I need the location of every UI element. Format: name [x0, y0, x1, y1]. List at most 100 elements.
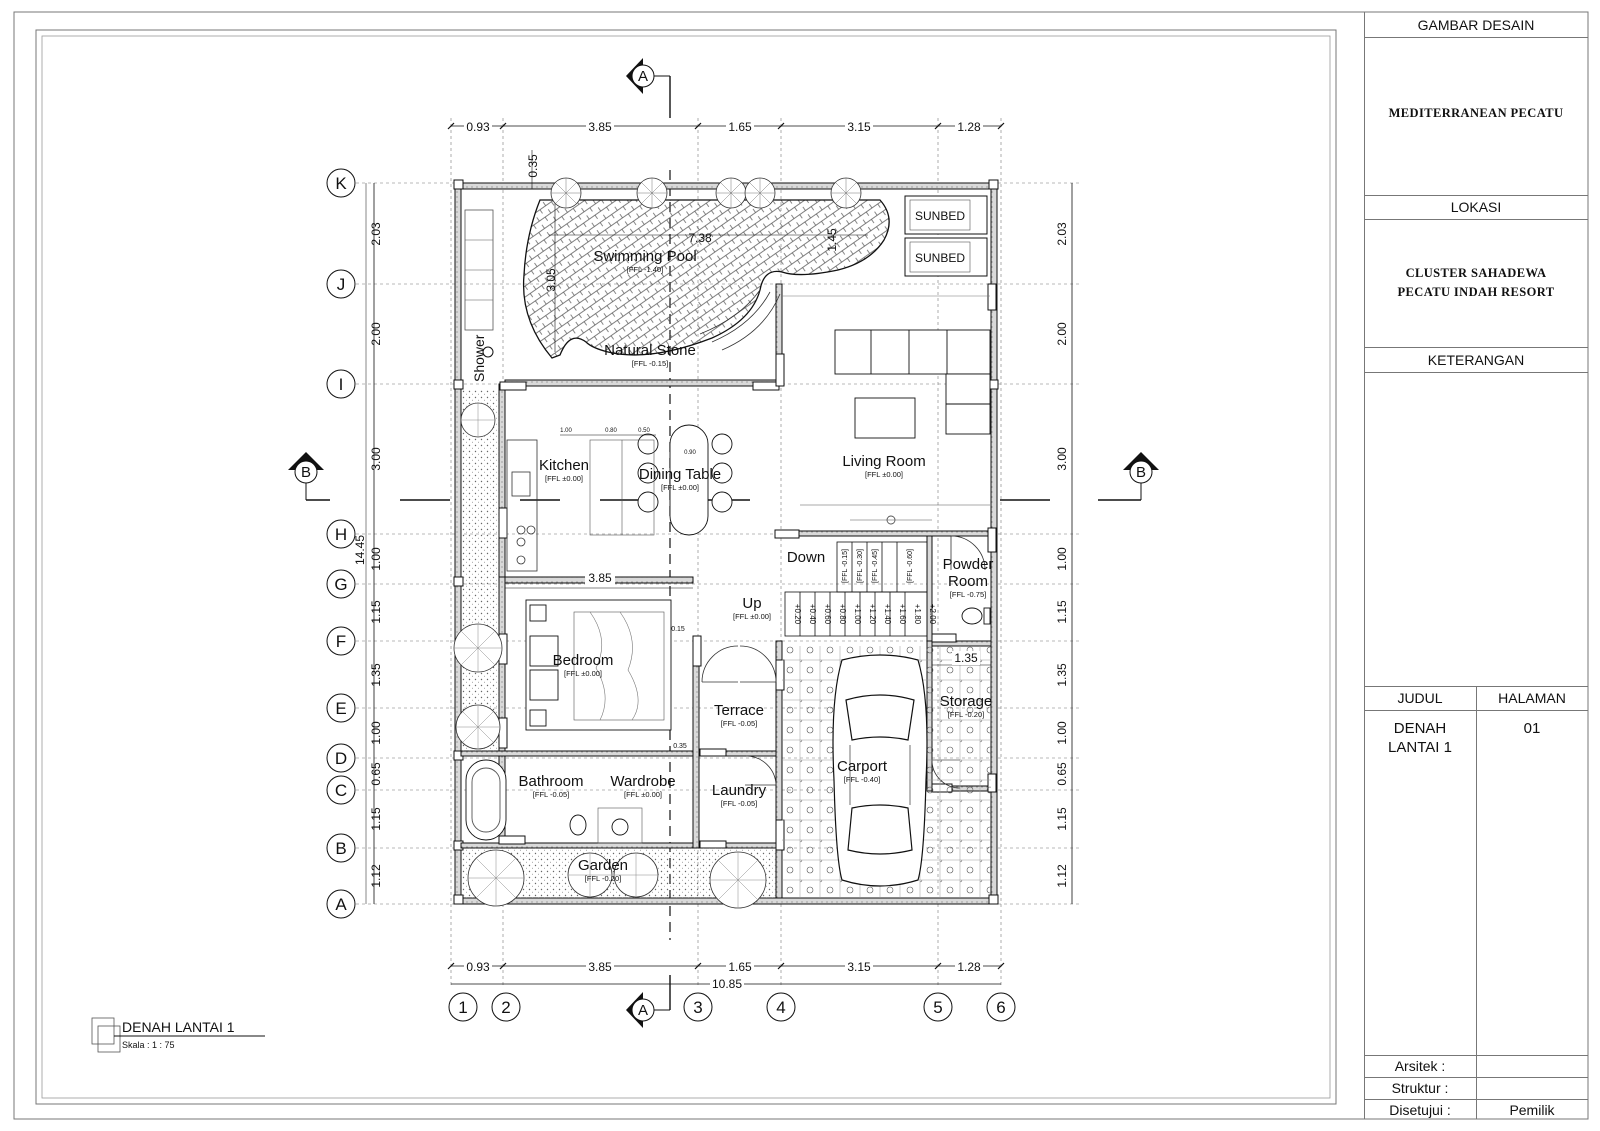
pool-plants: [550, 177, 862, 209]
project-name: MEDITERRANEAN PECATU: [1388, 106, 1564, 120]
grid-row-k: K: [335, 174, 347, 193]
room-pool-name: Swimming Pool: [593, 248, 696, 265]
grid-col-5: 5: [933, 998, 942, 1017]
dim-top-3: 1.65: [728, 120, 752, 134]
room-bedroom-name: Bedroom: [553, 652, 614, 669]
dim-left-3: 3.00: [369, 447, 383, 471]
dimension-left: 2.03 2.00 3.00 1.00 1.15 1.35 1.00 0.65 …: [353, 183, 383, 904]
dim-right-2: 2.00: [1055, 322, 1069, 346]
kitchen-island: [589, 439, 655, 536]
grid-col-6: 6: [996, 998, 1005, 1017]
room-storage-level: [FFL -0.20]: [948, 710, 984, 719]
halaman-value: 01: [1523, 720, 1541, 737]
stair-up-9: +1.80: [913, 604, 922, 625]
section-a-bottom: A: [638, 1002, 648, 1019]
kitchen-counter: [506, 439, 538, 572]
pool-steps: [699, 289, 781, 351]
dim-bottom-1: 0.93: [466, 960, 490, 974]
room-powder-name-2: Room: [948, 573, 988, 590]
dim-bottom-5: 1.28: [957, 960, 981, 974]
dim-right-8: 0.65: [1055, 762, 1069, 786]
judul-label: JUDUL: [1397, 690, 1443, 706]
grid-row-b: B: [335, 839, 346, 858]
stair-down-3: [FFL -0.45]: [872, 549, 879, 583]
living-furniture: [782, 295, 991, 525]
stair-up-5: +1.00: [853, 604, 862, 625]
sunbeds: SUNBED SUNBED: [904, 195, 988, 277]
dining-dims: 1.00 0.80 0.50 0.90: [560, 428, 696, 456]
storage-width-dim: 1.35: [954, 651, 978, 665]
interior-walls: [460, 283, 992, 899]
grid-row-g: G: [334, 575, 347, 594]
grid-col-1: 1: [458, 998, 467, 1017]
title-block: GAMBAR DESAIN MEDITERRANEAN PECATU LOKAS…: [1364, 12, 1588, 1119]
dim-left-8: 0.65: [369, 762, 383, 786]
internal-dims: 3.85 1.35: [505, 571, 991, 666]
halaman-label: HALAMAN: [1498, 690, 1566, 706]
room-up-level: [FFL ±0.00]: [733, 612, 771, 621]
stair-down-1: [FFL -0.15]: [842, 549, 849, 583]
dim-left-10: 1.12: [369, 864, 383, 888]
pool-dims: 7.38 3.05 1.45 0.35: [526, 150, 868, 352]
section-b-right: B: [1136, 464, 1146, 481]
stair-down-2: [FFL -0.30]: [857, 549, 864, 583]
room-storage-name: Storage: [940, 693, 993, 710]
room-wardrobe-name: Wardrobe: [610, 773, 675, 790]
grid-col-3: 3: [693, 998, 702, 1017]
judul-line-2: LANTAI 1: [1388, 739, 1452, 756]
drawing-frame-inner: [41, 35, 1331, 1099]
room-stone-level: [FFL -0.15]: [632, 359, 668, 368]
dining-dim-3: 0.50: [638, 428, 650, 434]
dim-left-5: 1.15: [369, 600, 383, 624]
stair-down-levels: [FFL -0.15] [FFL -0.30] [FFL -0.45] [FFL…: [842, 549, 914, 583]
drawing-scale: Skala : 1 : 75: [122, 1040, 175, 1050]
room-living-name: Living Room: [842, 453, 925, 470]
dim-top-1: 0.93: [466, 120, 490, 134]
dining-dim-1: 1.00: [560, 428, 572, 434]
dim-left-6: 1.35: [369, 663, 383, 687]
disetujui-value: Pemilik: [1509, 1102, 1555, 1118]
drawing-title: DENAH LANTAI 1: [122, 1019, 235, 1035]
disetujui-label: Disetujui :: [1389, 1102, 1451, 1118]
dim-total-depth: 14.45: [353, 535, 367, 565]
room-terrace-name: Terrace: [714, 702, 764, 719]
room-kitchen-level: [FFL ±0.00]: [545, 474, 583, 483]
gravel-strip-left: [461, 389, 499, 751]
grid-col-2: 2: [501, 998, 510, 1017]
dim-top-4: 3.15: [847, 120, 871, 134]
location-line-1: CLUSTER SAHADEWA: [1405, 266, 1547, 280]
room-wardrobe-level: [FFL ±0.00]: [624, 790, 662, 799]
dim-left-2: 2.00: [369, 322, 383, 346]
pool-length-dim: 7.38: [688, 231, 712, 245]
room-kitchen-name: Kitchen: [539, 457, 589, 474]
stair-up-1: +0.20: [793, 604, 802, 625]
grid-row-d: D: [335, 749, 347, 768]
drawing-frame-outer: [35, 29, 1337, 1105]
room-powder-level: [FFL -0.75]: [950, 590, 986, 599]
room-stone-name: Natural Stone: [604, 342, 696, 359]
pool-width-dim: 3.05: [544, 268, 558, 292]
grid-col-bubbles: 1 2 3 4 5 6: [448, 992, 1016, 1022]
room-laundry-name: Laundry: [712, 782, 767, 799]
room-garden-name: Garden: [578, 857, 628, 874]
dim-right-1: 2.03: [1055, 222, 1069, 246]
dim-total-width: 10.85: [712, 977, 742, 991]
room-bedroom-level: [FFL ±0.00]: [564, 669, 602, 678]
room-up-name: Up: [742, 595, 761, 612]
dim-left-7: 1.00: [369, 721, 383, 745]
stair-down-4: [FFL -0.60]: [907, 549, 914, 583]
shower-gap-dim: 0.35: [526, 154, 540, 178]
dim-bottom-3: 1.65: [728, 960, 752, 974]
stairs: [784, 541, 928, 637]
room-garden-level: [FFL -0.20]: [585, 874, 621, 883]
dim-left-4: 1.00: [369, 547, 383, 571]
shower-area: Shower: [464, 209, 494, 382]
room-carport-name: Carport: [837, 758, 888, 775]
pool-step-dim: 1.45: [825, 228, 839, 252]
stair-up-6: +1.20: [868, 604, 877, 625]
garden-trees: [453, 402, 767, 909]
dimension-bottom: 0.93 3.85 1.65 3.15 1.28 10.85: [447, 958, 1005, 991]
bedroom-dims: 0.15 0.35: [671, 626, 687, 750]
grid-row-bubbles: K J I H G F E D C B A: [326, 168, 356, 919]
title-header: GAMBAR DESAIN: [1417, 17, 1535, 33]
